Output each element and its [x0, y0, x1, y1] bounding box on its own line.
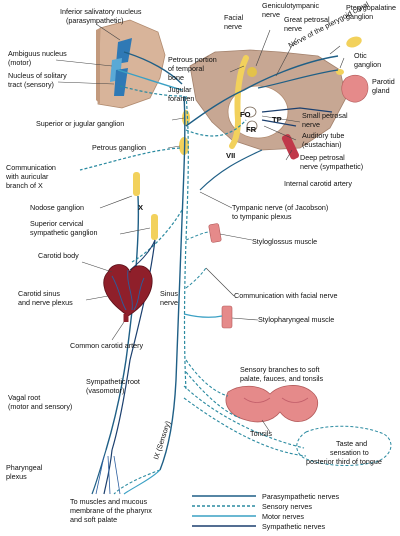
tonsils-shape — [225, 385, 319, 423]
label-fo: FO — [240, 110, 251, 119]
tonsils-detail — [243, 397, 309, 403]
geniculate-ganglion — [247, 67, 257, 77]
brainstem — [97, 19, 166, 109]
label-pterygopalatine: Pterygopalatine ganglion — [346, 3, 398, 21]
styloglossus-muscle — [208, 223, 222, 243]
label-muscles-mucous: To muscles and mucous membrane of the ph… — [70, 497, 154, 524]
auricular-communication — [79, 147, 181, 171]
brainstem-shadow — [96, 28, 100, 104]
fenestra-rotunda — [246, 120, 258, 132]
label-vagal-root: Vagal root (motor and sensory) — [8, 393, 72, 411]
legend-item: Sympathetic nerves — [192, 522, 326, 531]
facial-communication-branch — [185, 267, 207, 289]
label-styloglossus: Styloglossus muscle — [252, 237, 317, 246]
label-solitary: Nucleus of solitary tract (sensory) — [8, 71, 69, 89]
label-tonsils: Tonsils — [250, 429, 272, 438]
stylopharyngeal-muscle — [221, 305, 233, 329]
solitary-nucleus — [114, 68, 128, 96]
label-petrous-portion: Petrous portion of temporal bone — [168, 55, 219, 82]
legend-label: Parasympathetic nerves — [262, 492, 340, 501]
legend-label: Sympathetic nerves — [262, 522, 326, 531]
legend-label: Motor nerves — [262, 512, 304, 521]
internal-carotid-artery-segment — [281, 134, 300, 160]
carotid-sinus-shape — [103, 264, 153, 317]
label-tp: TP — [272, 115, 282, 124]
label-sinus-nerve: Sinus nerve — [160, 289, 180, 307]
label-internal-carotid: Internal carotid artery — [284, 179, 352, 188]
label-parotid: Parotid gland — [372, 77, 397, 95]
label-carotid-sinus: Carotid sinus and nerve plexus — [18, 289, 73, 307]
pterygopalatine-ganglion-shape — [346, 36, 362, 48]
styloglossus-branch — [185, 231, 211, 241]
label-pharyngeal-plexus: Pharyngeal plexus — [6, 463, 44, 481]
sensory-branches — [183, 359, 307, 457]
label-sympathetic-root: Sympathetic root (vasomotor) — [86, 377, 142, 395]
label-sup-cervical: Superior cervical sympathetic ganglion — [30, 219, 98, 237]
labels: Inferior salivatory nucleus (parasympath… — [5, 0, 398, 524]
label-great-petrosal: Great petrosal nerve — [284, 15, 332, 33]
fenestra-ovalis — [243, 106, 257, 118]
salivatory-nucleus — [116, 38, 132, 64]
label-jugular-foramen: Jugular foramen — [168, 85, 194, 103]
legend-item: Motor nerves — [192, 512, 304, 521]
root-nerves — [117, 51, 183, 97]
label-sensory-branches: Sensory branches to soft palate, fauces,… — [240, 365, 324, 383]
label-geniculotympanic: Geniculotympanic nerve — [262, 1, 321, 19]
parotid-gland — [341, 75, 369, 103]
label-petrous-ganglion: Petrous ganglion — [92, 143, 146, 152]
tympanic-branches — [185, 55, 339, 191]
carotid-network — [111, 269, 145, 311]
label-carotid-body: Carotid body — [38, 251, 79, 260]
label-otic: Otic ganglion — [354, 51, 381, 69]
label-small-petrosal: Small petrosal nerve — [302, 111, 350, 129]
nodose-ganglion-shape — [133, 172, 140, 196]
label-x: X — [138, 203, 143, 212]
label-taste: Taste and sensation to posterior third o… — [306, 439, 382, 466]
vagus-nerve — [105, 195, 140, 451]
label-nodose: Nodose ganglion — [30, 203, 84, 212]
leader-lines — [55, 23, 345, 433]
label-stylopharyngeal: Stylopharyngeal muscle — [258, 315, 334, 324]
stylopharyngeal-branch — [183, 313, 223, 318]
label-fr: FR — [246, 125, 257, 134]
label-vii: VII — [226, 151, 235, 160]
label-tympanic: Tympanic nerve (of Jacobson) to tympanic… — [232, 203, 330, 221]
facial-nerve-trunk — [229, 55, 249, 149]
label-auditory-tube: Auditory tube (eustachian) — [302, 131, 346, 149]
pharyngeal-plexus-bundle — [91, 449, 161, 495]
label-comm-facial: Communication with facial nerve — [234, 291, 337, 300]
label-inferior-salivatory: Inferior salivatory nucleus (parasympath… — [60, 7, 144, 25]
label-ambiguus: Ambiguus nucleus (motor) — [8, 49, 69, 67]
superior-cervical-ganglion-shape — [151, 214, 158, 240]
label-superior-jugular: Superior or jugular ganglion — [36, 119, 124, 128]
legend: Parasympathetic nerves Sensory nerves Mo… — [192, 492, 340, 531]
label-common-carotid: Common carotid artery — [70, 341, 144, 350]
label-deep-petrosal: Deep petrosal nerve (sympathetic) — [300, 153, 363, 171]
descending-trunk — [159, 95, 189, 471]
tongue-shape — [296, 425, 392, 466]
label-auricular-branch: Communication with auricular branch of X — [5, 163, 58, 190]
tympanic-cavity — [227, 85, 289, 139]
legend-item: Sensory nerves — [192, 502, 312, 511]
label-facial-nerve: Facial nerve — [224, 13, 245, 31]
legend-item: Parasympathetic nerves — [192, 492, 340, 501]
legend-label: Sensory nerves — [262, 502, 312, 511]
